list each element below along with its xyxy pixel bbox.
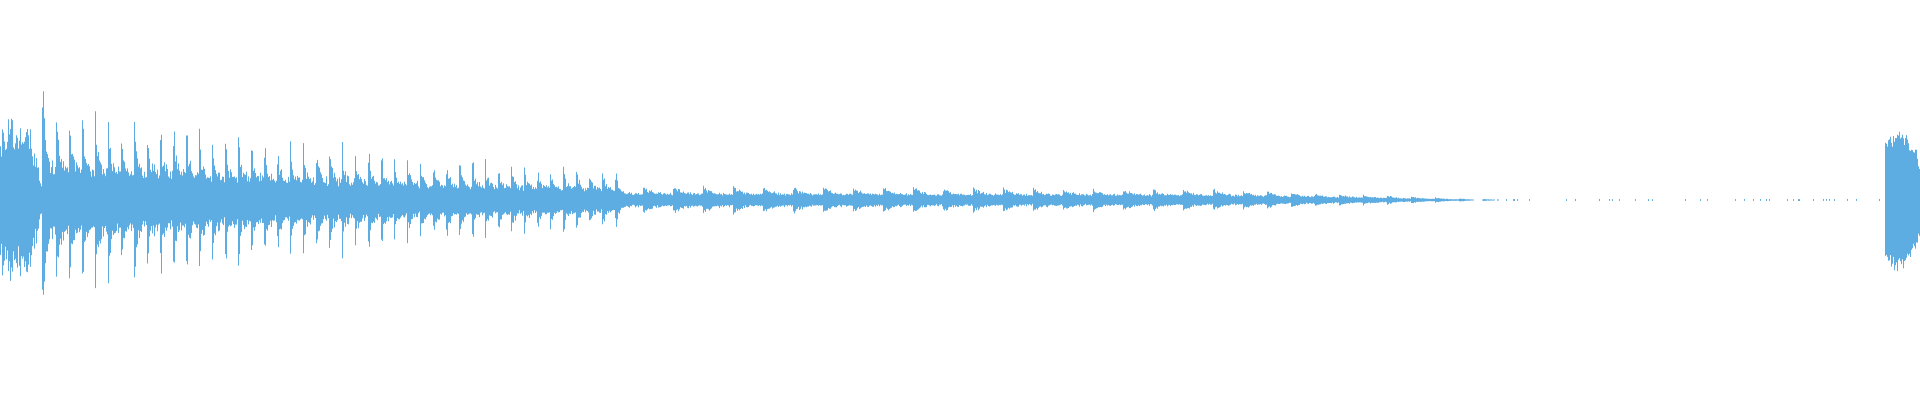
waveform-path xyxy=(0,91,1920,295)
